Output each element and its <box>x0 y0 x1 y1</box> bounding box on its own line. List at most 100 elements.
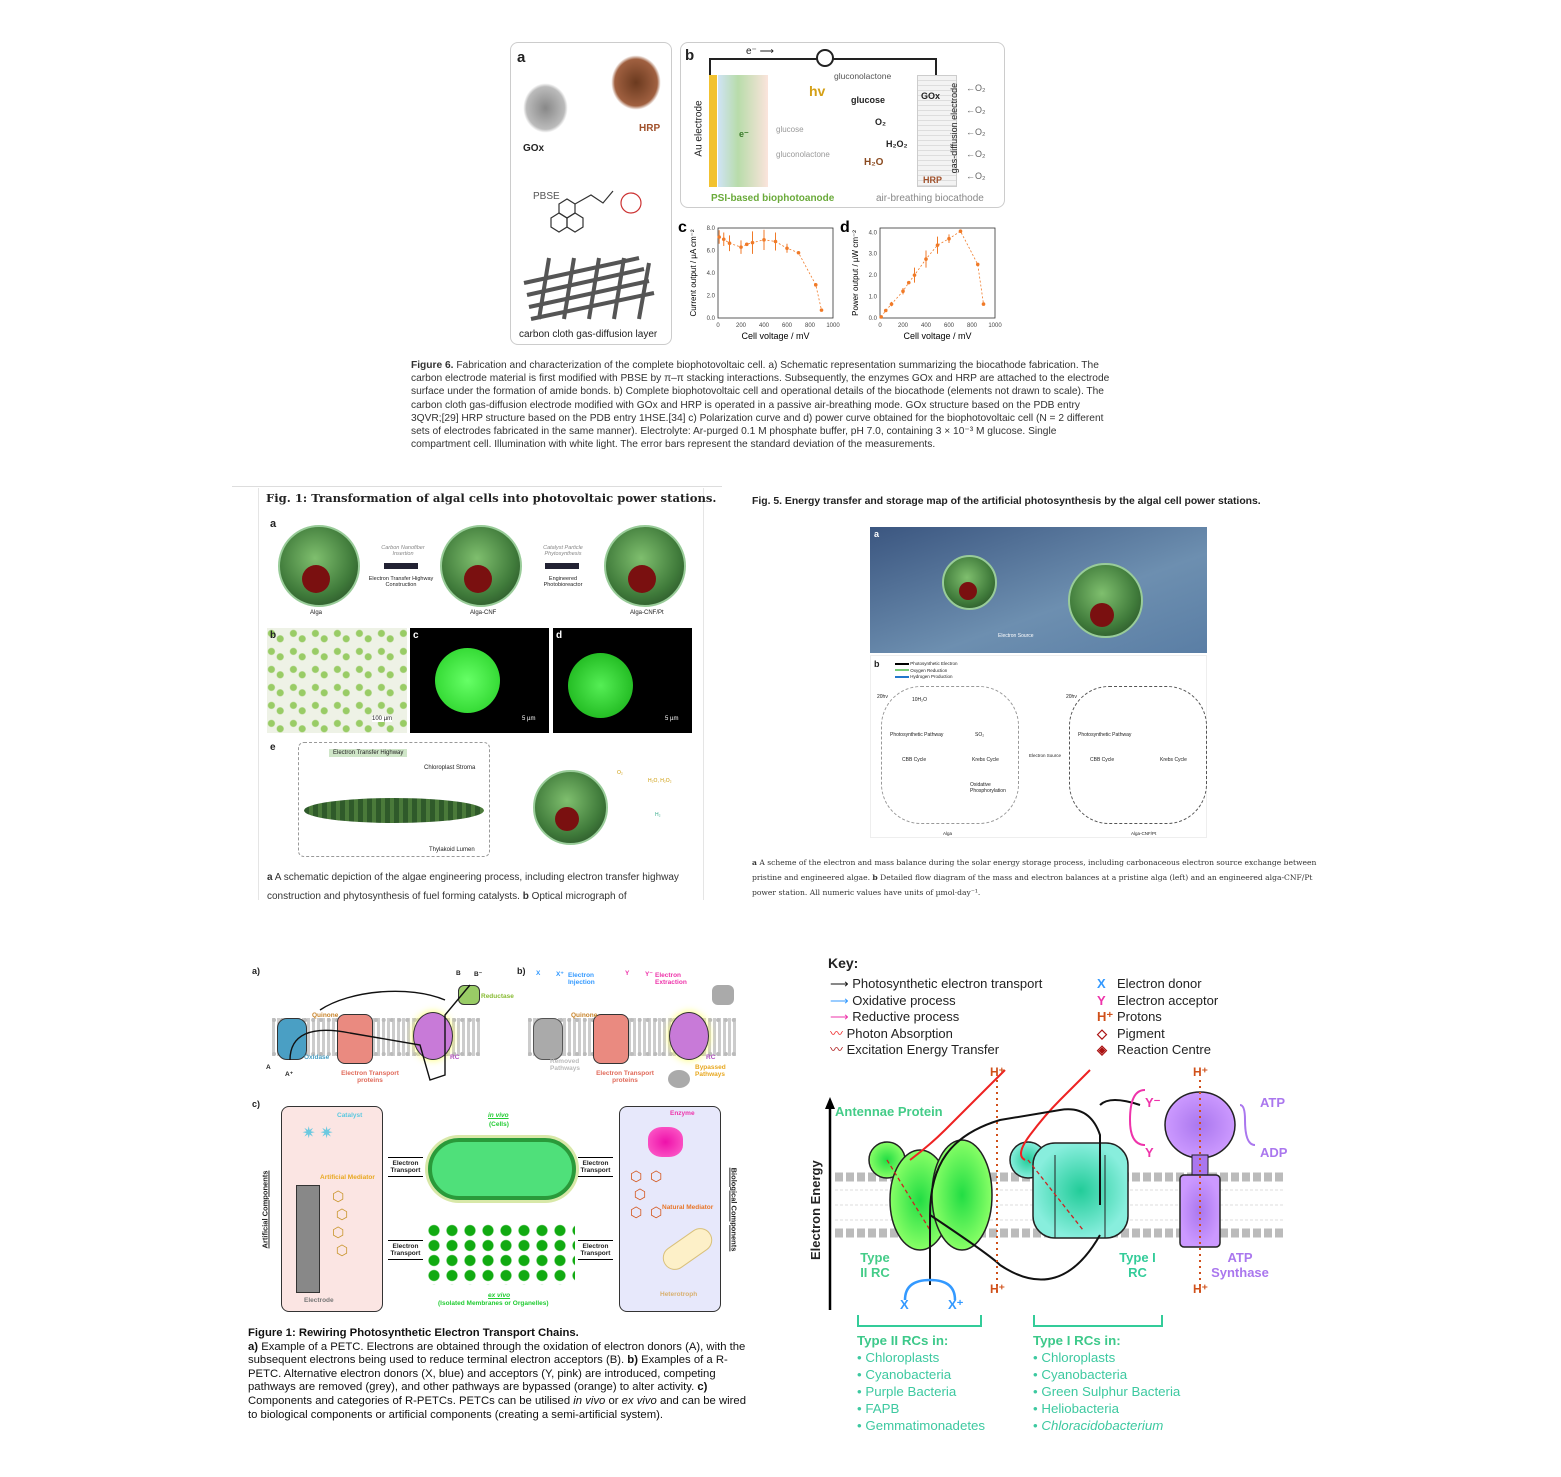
panel-label: b <box>874 659 880 669</box>
rc-label: RC <box>450 1054 460 1061</box>
type1-label: Type I RC <box>1119 1250 1156 1280</box>
data-point <box>879 315 883 319</box>
type2-label: Type II RC <box>860 1250 890 1280</box>
anode-label: PSI-based biophotoanode <box>711 193 835 204</box>
biological-components-box: Enzyme ⬡ ⬡ ⬡ ⬡ ⬡ Natural Mediator Hetero… <box>619 1106 721 1312</box>
electron-transport-path <box>929 1108 1101 1285</box>
enzyme-label: Enzyme <box>670 1110 695 1117</box>
alga-cnf-pt-cell <box>604 525 686 607</box>
stroma-label: Chloroplast Stroma <box>424 765 476 771</box>
x-tick-label: 0 <box>878 323 882 329</box>
panel-label: a <box>874 529 880 539</box>
data-point <box>947 236 951 241</box>
catalyst-label: Catalyst <box>337 1112 363 1119</box>
cells-label: (Cells) <box>489 1121 509 1128</box>
data-point <box>721 237 726 242</box>
caption-text: Fabrication and characterization of the … <box>411 360 1110 451</box>
rc-label: RC <box>706 1054 716 1061</box>
rc-diagram <box>825 1069 1285 1310</box>
removed-reductase <box>712 985 734 1005</box>
lumen-label: Thylakoid Lumen <box>429 847 475 853</box>
hrp-label: HRP <box>923 175 943 185</box>
carbon-cloth-label: carbon cloth gas-diffusion layer <box>519 329 658 340</box>
x-plus-label: X⁺ <box>948 1297 964 1312</box>
electron-transport-label: Electron Transport <box>578 1240 613 1260</box>
catalyst-icon: ✷ ✷ <box>302 1125 334 1142</box>
carbon-cloth-icon <box>523 256 655 321</box>
panel-label: c <box>413 630 419 641</box>
h2-label: H₂ <box>655 812 661 818</box>
type1-bracket <box>1033 1315 1163 1327</box>
data-point <box>717 235 721 239</box>
h2o-label: H₂O <box>864 157 884 168</box>
alga-cnf-pt-label: Alga-CNF/Pt <box>1131 831 1157 836</box>
type2-bracket <box>857 1315 982 1327</box>
artificial-mediator-label: Artificial Mediator <box>320 1174 375 1181</box>
alga-cnf-pt-label: Alga-CNF/Pt <box>630 610 664 616</box>
series-line <box>880 230 984 318</box>
proton-label: H⁺ <box>990 1065 1005 1079</box>
x-tick-label: 0 <box>716 323 720 329</box>
gox-label: GOx <box>921 91 941 101</box>
step1-label: Carbon Nanofiber Insertion <box>381 545 425 557</box>
photon-input-label: 20hν <box>877 694 888 700</box>
rc-protein <box>669 1012 709 1060</box>
hrp-label: HRP <box>639 123 661 134</box>
y-axis-label: Power output / µW cm⁻² <box>851 230 860 316</box>
scale-bar: 5 µm <box>522 716 536 722</box>
x-tick-label: 200 <box>736 323 747 329</box>
electron-transport-label: Electron Transport <box>578 1157 613 1177</box>
gluconolactone-label: gluconolactone <box>834 71 892 81</box>
electron-flow-label: e⁻ ⟶ <box>746 46 774 57</box>
x-label: X <box>900 1297 909 1312</box>
fig1-algae-caption: a A schematic depiction of the algae eng… <box>267 872 679 902</box>
data-point <box>739 245 743 249</box>
electron-source-label: Electron Source <box>998 633 1034 639</box>
fig6-panel-b: b e⁻ ⟶ Au electrode hv glucose gluconola… <box>680 42 1005 208</box>
scale-bar: 100 µm <box>372 716 393 722</box>
quinone-label: Quinone <box>571 1012 598 1019</box>
cell-in-vivo <box>428 1138 576 1200</box>
arrow-icon <box>545 563 579 569</box>
gox-structure <box>523 83 568 133</box>
y-label: Y <box>1145 1145 1154 1160</box>
bypassed-protein <box>668 1070 690 1088</box>
artificial-components-label: Artificial Components <box>260 1170 270 1249</box>
adp-label: ADP <box>1260 1145 1288 1160</box>
reductase-label: Reductase <box>481 993 514 1000</box>
o2-label: O₂ <box>875 117 886 127</box>
y-tick-label: 0.0 <box>869 316 878 322</box>
rc-protein <box>413 1012 453 1060</box>
electrode-label: Electrode <box>304 1297 334 1304</box>
x-tick-label: 1000 <box>988 323 1002 329</box>
gas-diffusion-electrode <box>917 75 957 187</box>
data-point <box>889 302 894 306</box>
mediator-icons: ⬡ ⬡ ⬡ ⬡ <box>332 1188 349 1258</box>
alga-cnf-label: Alga-CNF <box>470 610 497 616</box>
micrograph-b: b 100 µm <box>267 628 407 733</box>
y-tick-label: 4.0 <box>707 271 716 277</box>
electron-path-a <box>289 984 471 1081</box>
glucose-label: glucose <box>851 95 886 105</box>
electron-transport-label: Electron Transport <box>388 1240 423 1260</box>
injection-label: Electron Injection <box>568 972 595 986</box>
extraction-label: Electron Extraction <box>655 972 687 986</box>
natural-mediator-label: Natural Mediator <box>662 1204 714 1211</box>
antennae-label: Antennae Protein <box>835 1104 943 1119</box>
hrp-structure <box>611 55 661 110</box>
fig5-panel-a: a Electron Source <box>870 527 1207 653</box>
micrograph-d: d 5 µm <box>553 628 692 733</box>
type2-list: Type II RCs in: • Chloroplasts• Cyanobac… <box>857 1333 986 1433</box>
hv-label: hv <box>809 83 826 99</box>
y-label: Y <box>625 970 630 977</box>
fig5-caption: a A scheme of the electron and mass bala… <box>752 858 1317 897</box>
au-electrode-label: Au electrode <box>693 100 705 157</box>
atp-synthase <box>1164 1091 1236 1248</box>
atp-label: ATP <box>1260 1095 1286 1110</box>
x-tick-label: 800 <box>805 323 816 329</box>
alga-cnf-pt-flow-boundary: Photosynthetic Pathway CBB Cycle Krebs C… <box>1069 686 1207 824</box>
x-tick-label: 400 <box>759 323 770 329</box>
step1-sublabel: Electron Transfer Highway Construction <box>368 576 434 588</box>
h2o2-label: H₂O₂ <box>886 139 908 149</box>
